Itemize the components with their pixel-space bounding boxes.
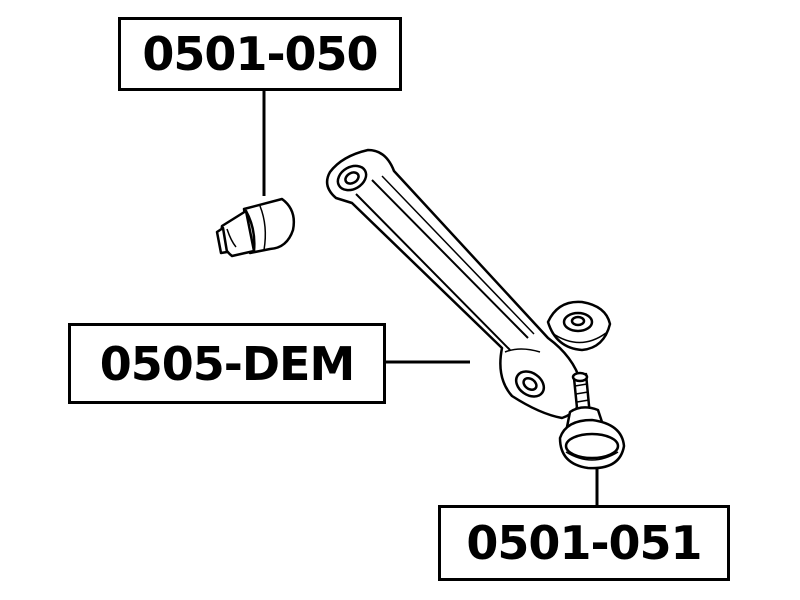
part-label-bushing: 0501-050: [118, 17, 402, 91]
ball-joint-drawing: [558, 371, 626, 470]
bushing-drawing: [215, 197, 296, 258]
part-label-ball-joint: 0501-051: [438, 505, 730, 581]
mount-bushing-drawing: [546, 300, 612, 352]
part-label-control-arm: 0505-DEM: [68, 323, 386, 404]
leader-lines: [262, 91, 599, 505]
